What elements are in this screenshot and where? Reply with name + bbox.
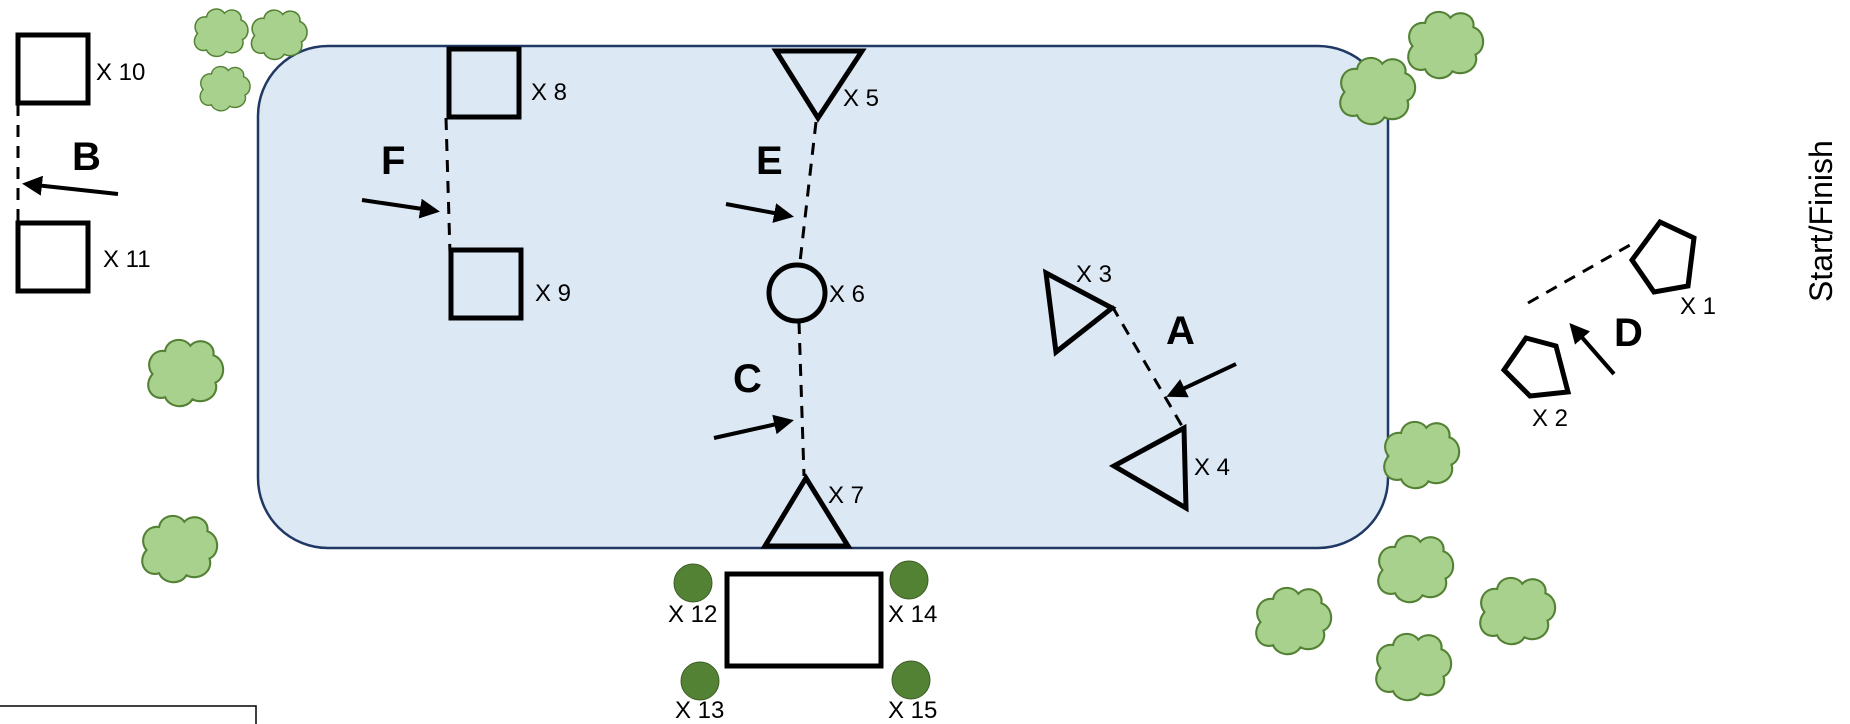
gate-label-c: C [733,357,762,401]
gate-lines [16,104,1631,477]
bush [147,338,225,408]
circle-6 [766,262,828,324]
label-x12: X 12 [668,601,717,628]
dot-12 [673,563,713,603]
dot-15 [891,660,931,700]
gate-line-d [1527,243,1631,305]
label-x7: X 7 [828,482,864,509]
start-finish-label: Start/Finish [1803,140,1839,302]
dot-13 [680,661,720,701]
gate-label-f: F [381,139,405,183]
gate-label-b: B [72,135,101,179]
square-11 [15,220,91,294]
gate-label-a: A [1166,309,1195,353]
bush [1383,420,1461,490]
arrow-d [1569,322,1616,376]
gate-label-d: D [1614,311,1643,355]
bush [1377,534,1455,604]
gate-line-a [1110,305,1184,427]
arrow-b [22,175,119,196]
gate-letters: B F E C A D [72,135,1643,401]
triangle-7 [760,473,853,549]
pentagon-1 [1628,218,1697,295]
label-x3: X 3 [1076,261,1112,288]
label-x2: X 2 [1532,405,1568,432]
platform-box [724,571,884,669]
bush [1479,576,1557,646]
dot-14 [889,560,929,600]
arrow-e [725,202,794,223]
gate-line-e [798,121,818,263]
gate-line-c [797,321,806,477]
label-x1: X 1 [1680,293,1716,320]
partial-box [0,705,257,724]
square-10 [15,32,91,106]
label-x6: X 6 [829,281,865,308]
label-x10: X 10 [96,59,145,86]
pentagon-2 [1500,335,1572,399]
bush [1255,586,1333,656]
bush [250,9,308,61]
square-9 [448,247,524,321]
label-x4: X 4 [1194,454,1230,481]
label-x14: X 14 [888,601,937,628]
arrow-c [713,414,794,440]
arrow-a [1166,362,1237,398]
square-8 [446,46,522,120]
label-x13: X 13 [675,697,724,724]
triangle-5 [771,48,867,123]
label-x5: X 5 [843,85,879,112]
bush [199,65,251,112]
bush [1407,10,1485,80]
marker-labels: X 10 X 11 X 8 X 9 X 5 X 6 X 7 X 3 X 4 X … [96,59,1716,724]
arrow-f [361,198,440,219]
label-x15: X 15 [888,697,937,724]
arrows [22,175,1616,440]
gate-line-f [444,117,452,255]
course-objects [15,32,1697,701]
gate-label-e: E [756,139,783,183]
bush [1375,632,1453,702]
label-x8: X 8 [531,79,567,106]
label-x9: X 9 [535,280,571,307]
bush [141,514,219,584]
triangle-3 [1042,268,1117,357]
bush [193,8,249,58]
label-x11: X 11 [103,246,151,273]
triangle-4 [1108,423,1189,513]
